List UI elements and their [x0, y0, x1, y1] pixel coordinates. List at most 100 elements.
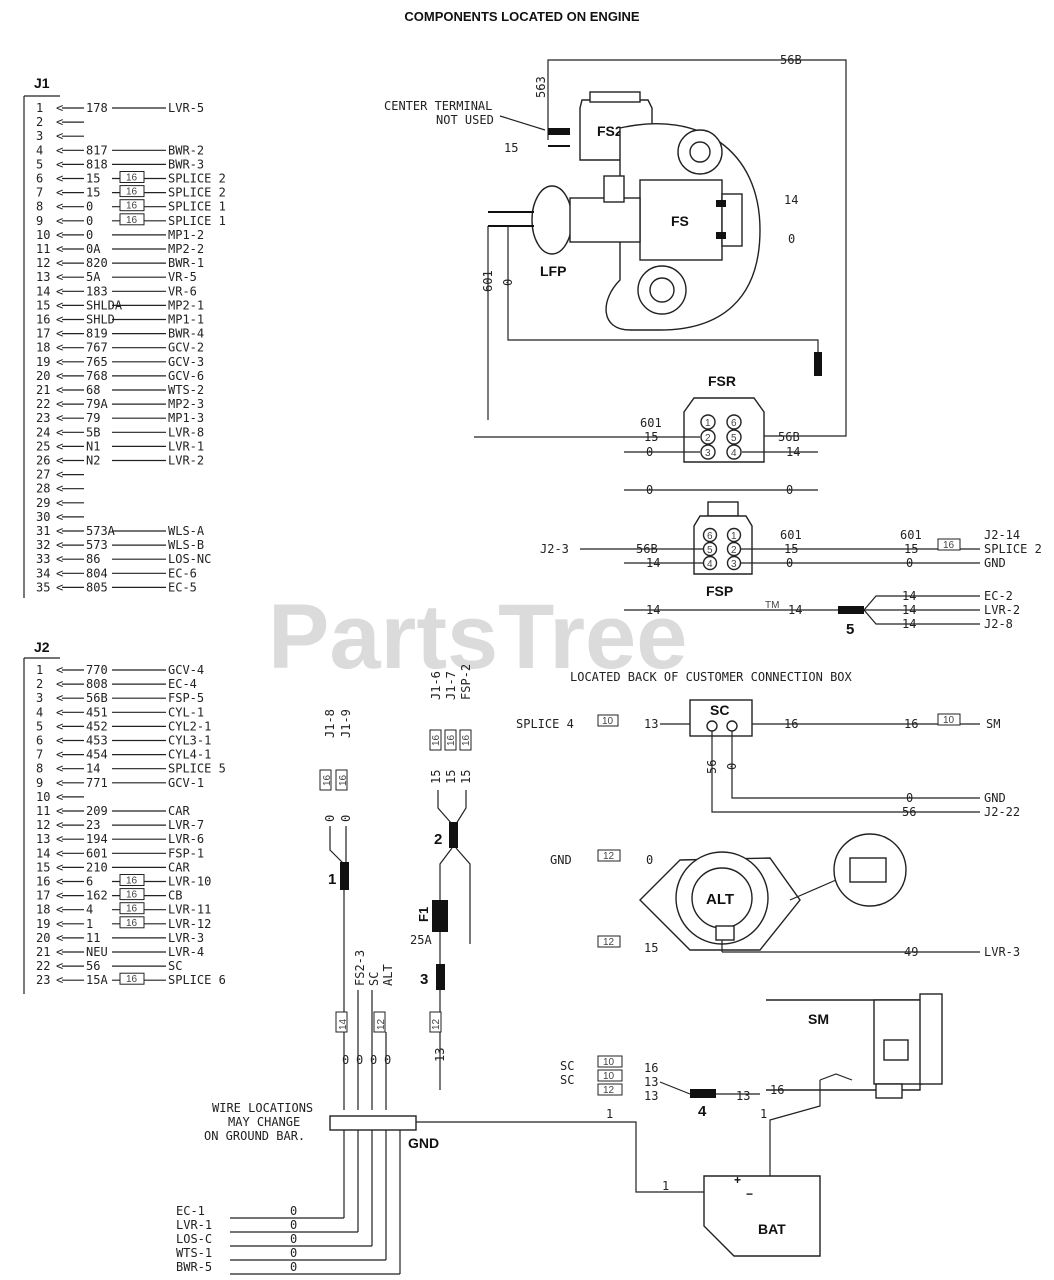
svg-text:15: 15 — [459, 770, 473, 784]
wire-destination: LVR-12 — [168, 917, 211, 931]
pin-terminal: < — [56, 719, 63, 733]
svg-text:EC-1: EC-1 — [176, 1204, 205, 1218]
pin-terminal: < — [56, 945, 63, 959]
pin-terminal: < — [56, 115, 63, 129]
svg-text:601: 601 — [780, 528, 802, 542]
fsp-housing — [693, 515, 753, 575]
wire-gauge: 16 — [126, 890, 138, 901]
svg-text:5: 5 — [707, 545, 713, 556]
wire-gauge: 16 — [126, 904, 138, 915]
wire-destination: SPLICE 1 — [168, 200, 226, 214]
wire-number: 15A — [86, 973, 108, 987]
svg-text:BWR-5: BWR-5 — [176, 1260, 212, 1274]
splice-5: 14 14 5 14 EC-2 14 LVR-2 14 J2-8 — [624, 589, 1020, 638]
sm-label: SM — [808, 1011, 829, 1027]
pin-number: 12 — [36, 818, 50, 832]
svg-text:16: 16 — [338, 774, 349, 786]
svg-text:13: 13 — [644, 1075, 658, 1089]
svg-text:14: 14 — [338, 1018, 349, 1030]
fsr-label: FSR — [708, 373, 736, 389]
pin-number: 27 — [36, 468, 50, 482]
fsr-connector: FSR 1 6 2 5 3 4 601 15 0 56B 14 0 0 — [474, 373, 818, 497]
wire-gauge: 16 — [126, 173, 138, 184]
fs-body — [639, 179, 723, 261]
svg-text:15: 15 — [904, 542, 918, 556]
sc-label: SC — [710, 702, 729, 718]
wire-number: 767 — [86, 341, 108, 355]
fsp-connector: 6 1 5 2 4 3 FSP J2-3 56B 14 601 15 601 1… — [540, 501, 1042, 599]
svg-text:GND: GND — [550, 853, 572, 867]
wire-destination: FSP-5 — [168, 691, 204, 705]
svg-text:0: 0 — [290, 1260, 297, 1274]
gauge-box — [119, 185, 145, 198]
pin-number: 16 — [36, 875, 50, 889]
sc-location-note: LOCATED BACK OF CUSTOMER CONNECTION BOX — [570, 670, 853, 684]
pin-number: 2 — [36, 677, 43, 691]
left-wire-bundle: J1-8 J1-9 16 16 0 0 1 FS2-3 SC ALT 14 12… — [319, 709, 395, 1110]
svg-text:10: 10 — [603, 1071, 615, 1082]
connector-j1: J1 — [23, 75, 60, 598]
wire-destination: SPLICE 2 — [168, 172, 226, 186]
sc-body — [689, 699, 753, 737]
svg-text:56: 56 — [902, 805, 916, 819]
pin-number: 14 — [36, 846, 50, 860]
wire-destination: CYL2-1 — [168, 719, 211, 733]
svg-text:2: 2 — [731, 545, 737, 556]
pin-number: 5 — [36, 157, 43, 171]
pin-terminal: < — [56, 228, 63, 242]
pin-terminal: < — [56, 284, 63, 298]
wire-number: 210 — [86, 860, 108, 874]
wire-56b — [547, 59, 847, 437]
svg-text:J2-8: J2-8 — [984, 617, 1013, 631]
wire-number: 5B — [86, 425, 100, 439]
wire-destination: CB — [168, 889, 182, 903]
pin-number: 20 — [36, 931, 50, 945]
wire-gauge: 16 — [126, 918, 138, 929]
pin-terminal: < — [56, 157, 63, 171]
wire-number: 818 — [86, 157, 108, 171]
j1-label: J1 — [34, 75, 50, 91]
wire-destination: BWR-1 — [168, 256, 204, 270]
lfp-connector — [814, 352, 822, 376]
svg-text:56: 56 — [705, 760, 719, 774]
svg-text:12: 12 — [603, 937, 615, 948]
svg-text:25A: 25A — [410, 933, 432, 947]
svg-text:16: 16 — [446, 734, 457, 746]
svg-text:15: 15 — [444, 770, 458, 784]
svg-text:4: 4 — [698, 1103, 707, 1120]
svg-text:LOS-C: LOS-C — [176, 1232, 212, 1246]
pin-terminal: < — [56, 143, 63, 157]
wire-destination: SPLICE 6 — [168, 973, 226, 987]
wire-destination: GCV-3 — [168, 355, 204, 369]
splice-4-block — [690, 1089, 716, 1098]
wire-number: 454 — [86, 748, 108, 762]
svg-text:6: 6 — [707, 531, 713, 542]
starter-motor: SM SC SC 10 10 12 16 13 13 4 13 16 1 1 — [560, 993, 943, 1181]
svg-text:0: 0 — [323, 815, 337, 822]
svg-text:601: 601 — [640, 416, 662, 430]
svg-text:FSP-2: FSP-2 — [459, 664, 473, 700]
wire-number: 14 — [86, 762, 100, 776]
alternator: GND 12 0 ALT 12 15 49 LVR-3 — [550, 833, 1020, 959]
pin-terminal: < — [56, 270, 63, 284]
pin-number: 8 — [36, 200, 43, 214]
wire-label-601: 601 — [481, 270, 495, 292]
pin-terminal: < — [56, 860, 63, 874]
wire-destination: SC — [168, 959, 182, 973]
wire-destination: MP2-2 — [168, 242, 204, 256]
pin-terminal: < — [56, 705, 63, 719]
svg-text:0: 0 — [906, 556, 913, 570]
wire-destination: VR-6 — [168, 284, 197, 298]
